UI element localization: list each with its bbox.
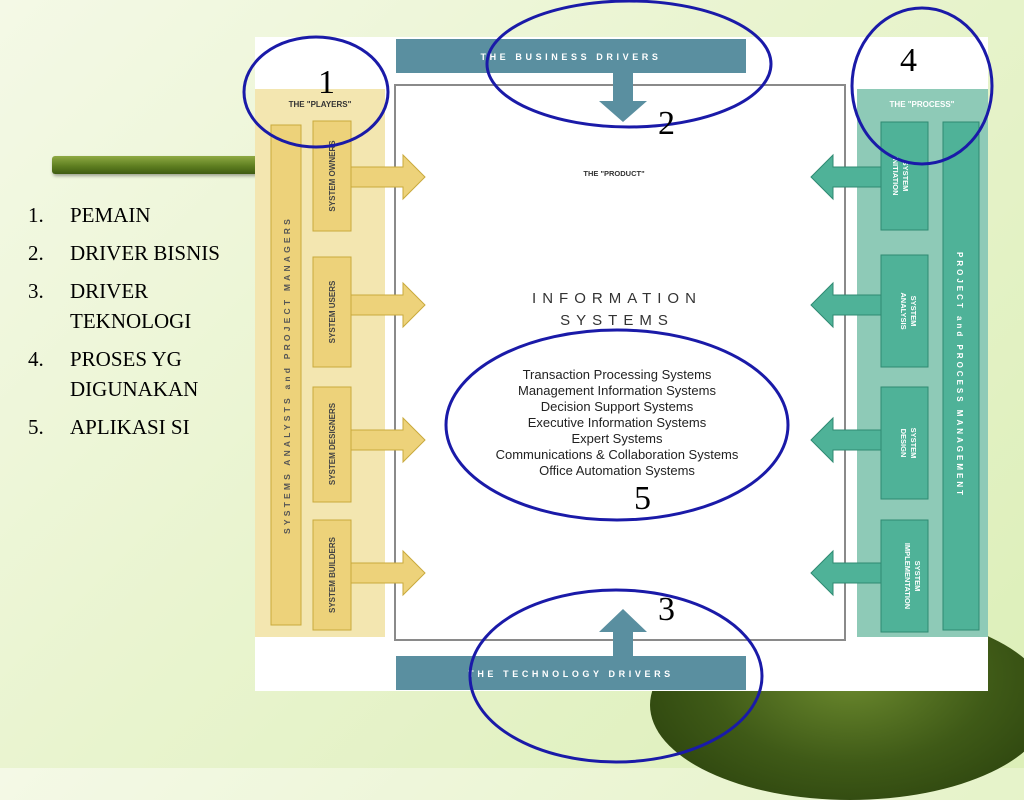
callout-number-2: 2 — [658, 105, 675, 142]
business-drivers-bar — [396, 39, 746, 73]
callout-number-3: 3 — [658, 591, 675, 628]
process-vertical-bar — [942, 121, 980, 631]
list-item: 3. DRIVER TEKNOLOGI — [28, 276, 268, 336]
system-type-item: Executive Information Systems — [528, 415, 707, 430]
process-label-analysis-1: SYSTEM — [909, 296, 918, 327]
process-label-design-2: DESIGN — [899, 429, 908, 458]
callout-ellipse-business — [485, 0, 773, 129]
player-label-users: SYSTEM USERS — [328, 280, 337, 343]
process-box-initiation — [880, 121, 929, 231]
process-vertical-label: PROJECT and PROCESS MANAGEMENT — [955, 252, 964, 498]
process-box-implementation — [880, 519, 929, 633]
process-label-implementation-1: SYSTEM — [913, 561, 922, 592]
callout-ellipse-applications — [444, 328, 790, 522]
system-type-item: Transaction Processing Systems — [523, 367, 712, 382]
list-text: DRIVER BISNIS — [70, 241, 220, 265]
info-systems-line1: INFORMATION — [532, 290, 702, 307]
callout-number-4: 4 — [900, 42, 917, 79]
system-type-item: Expert Systems — [571, 431, 663, 446]
players-title: THE "PLAYERS" — [289, 100, 352, 109]
process-label-initiation-2: INITIATION — [891, 156, 900, 195]
system-type-item: Decision Support Systems — [541, 399, 694, 414]
technology-drivers-arrow — [599, 609, 647, 656]
system-type-item: Communications & Collaboration Systems — [496, 447, 739, 462]
info-systems-line2: SYSTEMS — [560, 312, 674, 329]
technology-drivers-label: THE TECHNOLOGY DRIVERS — [468, 669, 674, 679]
product-box — [394, 84, 846, 641]
list-text: PEMAIN — [70, 203, 151, 227]
list-item: 1. PEMAIN — [28, 200, 268, 230]
list-number: 1. — [28, 203, 44, 227]
arrow-design-left — [810, 416, 882, 464]
list-number: 5. — [28, 415, 44, 439]
player-box-builders — [312, 519, 352, 631]
arrow-users-right — [350, 281, 426, 329]
legend-list: 1. PEMAIN 2. DRIVER BISNIS 3. DRIVER TEKNOL… — [28, 200, 268, 450]
process-label-initiation-1: SYSTEM — [901, 161, 910, 192]
system-type-item: Management Information Systems — [518, 383, 716, 398]
players-vertical-bar — [270, 124, 302, 626]
process-box-design — [880, 386, 929, 500]
list-number: 2. — [28, 241, 44, 265]
information-systems-diagram: THE "PLAYERS" SYSTEMS ANALYSTS and PROJE… — [255, 37, 988, 691]
callout-number-5: 5 — [634, 480, 651, 517]
list-number: 4. — [28, 347, 44, 371]
callout-ellipse-technology — [468, 588, 764, 764]
process-label-implementation-2: IMPLEMENTATION — [903, 543, 912, 609]
player-box-users — [312, 256, 352, 368]
list-item: 2. DRIVER BISNIS — [28, 238, 268, 268]
player-label-designers: SYSTEM DESIGNERS — [328, 402, 337, 485]
list-text: APLIKASI SI — [70, 415, 190, 439]
player-box-designers — [312, 386, 352, 503]
arrow-analysis-left — [810, 281, 882, 329]
product-title: THE "PRODUCT" — [583, 169, 645, 178]
callout-overlay — [242, 0, 994, 764]
process-title: THE "PROCESS" — [890, 100, 955, 109]
process-box-analysis — [880, 254, 929, 368]
list-item: 4. PROSES YG DIGUNAKAN — [28, 344, 268, 404]
process-label-design-1: SYSTEM — [909, 428, 918, 459]
player-box-owners — [312, 120, 352, 232]
list-text: DRIVER TEKNOLOGI — [70, 279, 192, 333]
business-drivers-label: THE BUSINESS DRIVERS — [480, 52, 661, 62]
player-label-owners: SYSTEM OWNERS — [328, 140, 337, 212]
process-label-analysis-2: ANALYSIS — [899, 292, 908, 329]
arrow-designers-right — [350, 416, 426, 464]
arrow-implementation-left — [810, 549, 882, 597]
arrow-owners-right — [350, 153, 426, 201]
list-number: 3. — [28, 279, 44, 303]
system-type-item: Office Automation Systems — [539, 463, 695, 478]
decorative-green-bar — [52, 156, 260, 174]
arrow-builders-right — [350, 549, 426, 597]
list-item: 5. APLIKASI SI — [28, 412, 268, 442]
callout-ellipse-players — [242, 35, 390, 149]
list-text: PROSES YG DIGUNAKAN — [70, 347, 199, 401]
players-vertical-label: SYSTEMS ANALYSTS and PROJECT MANAGERS — [282, 216, 292, 534]
business-drivers-arrow — [599, 73, 647, 122]
player-label-builders: SYSTEM BUILDERS — [328, 536, 337, 613]
callout-ellipse-process — [850, 6, 994, 166]
arrow-initiation-left — [810, 153, 882, 201]
callout-number-1: 1 — [318, 64, 335, 101]
technology-drivers-bar — [396, 656, 746, 690]
